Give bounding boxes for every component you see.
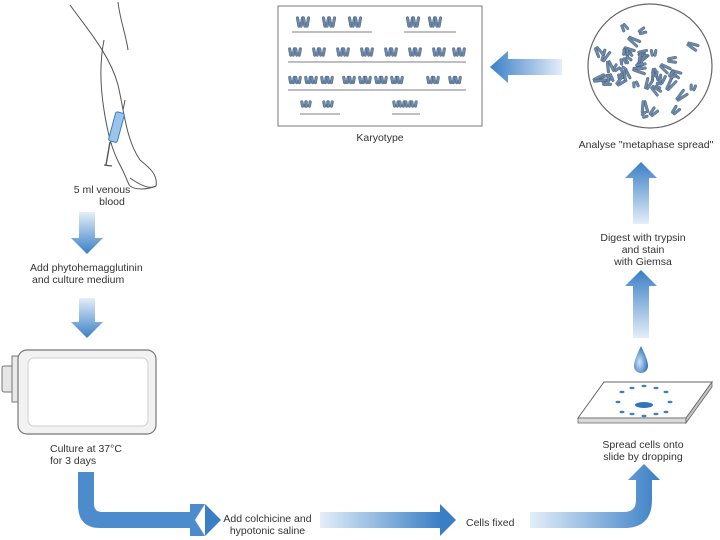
arrow-down-1	[71, 212, 103, 254]
chromosome-icon	[622, 48, 630, 56]
chromosome-icon	[374, 75, 382, 85]
label-blood-line1: 5 ml venous	[73, 184, 131, 196]
chromosome-icon	[301, 16, 311, 28]
chromosome-icon	[686, 41, 700, 52]
label-colchicine-line1: Add colchicine and	[223, 513, 312, 525]
chromosome-icon	[605, 60, 616, 74]
label-spread-line1: Spread cells onto	[602, 439, 684, 451]
drop-icon	[634, 346, 648, 373]
chromosome-icon	[454, 75, 462, 85]
chromosome-icon	[326, 100, 334, 108]
chromosome-icon	[675, 88, 689, 102]
chromosome-icon	[320, 75, 328, 85]
chromosome-icon	[637, 26, 648, 36]
chromosome-icon	[310, 75, 318, 85]
chromosome-icon	[649, 49, 658, 57]
chromosome-icon	[458, 47, 466, 57]
karyotype-box	[277, 5, 483, 127]
arrow-up-1	[625, 270, 657, 338]
chromosome-icon	[380, 75, 388, 85]
arm-illustration	[69, 1, 157, 190]
label-fixed-line1: Cells fixed	[466, 517, 515, 529]
chromosome-icon	[438, 47, 446, 57]
chromosome-icon	[659, 63, 672, 75]
chromosome-icon	[654, 81, 663, 90]
label-culture-line1: Culture at 37°C	[50, 443, 122, 455]
chromosome-icon	[294, 47, 302, 57]
chromosome-icon	[648, 106, 660, 118]
chromosome-icon	[392, 100, 400, 108]
label-pha: Add phytohemagglutinin and culture mediu…	[30, 262, 143, 286]
chromosome-icon	[632, 66, 647, 76]
label-analyse-line1: Analyse "metaphase spread"	[578, 139, 714, 151]
chromosome-icon	[632, 80, 640, 89]
label-culture: Culture at 37°C for 3 days	[50, 443, 122, 467]
label-pha-line2: and culture medium	[32, 274, 125, 286]
chromosome-icon	[390, 47, 398, 57]
label-digest-line1: Digest with trypsin	[600, 232, 686, 244]
chromosome-icon	[667, 70, 678, 80]
arrow-down-2	[71, 298, 103, 338]
syringe-icon	[103, 99, 126, 167]
chromosome-icon	[606, 73, 615, 83]
chromosome-icon	[396, 75, 404, 85]
culture-flask-icon	[1, 349, 157, 435]
karyotype-chromosomes	[288, 16, 466, 108]
label-digest-line2: and stain	[621, 244, 665, 256]
label-fixed: Cells fixed	[466, 517, 514, 529]
metaphase-chromosomes	[592, 23, 700, 119]
chromosome-icon	[627, 35, 642, 48]
chromosome-icon	[327, 16, 337, 28]
chromosome-icon	[637, 52, 647, 64]
arrow-up-2	[625, 162, 657, 224]
label-blood-line2: blood	[99, 196, 125, 208]
chromosome-icon	[318, 47, 326, 57]
label-spread-line2: slide by dropping	[603, 451, 683, 463]
label-digest: Digest with trypsin and stain with Giems…	[590, 232, 696, 268]
chromosome-icon	[411, 16, 421, 28]
chromosome-icon	[620, 23, 630, 33]
chromosome-icon	[342, 47, 350, 57]
label-analyse: Analyse "metaphase spread"	[572, 139, 720, 151]
label-blood: 5 ml venous blood	[52, 184, 152, 208]
chromosome-icon	[433, 16, 443, 28]
chromosome-icon	[594, 46, 605, 59]
chromosome-icon	[364, 75, 372, 85]
chromosome-icon	[615, 75, 628, 87]
chromosome-icon	[622, 69, 632, 81]
chromosome-icon	[689, 83, 697, 92]
label-digest-line3: with Giemsa	[614, 256, 672, 268]
arrow-left	[490, 51, 562, 83]
chromosome-icon	[432, 75, 440, 85]
label-pha-line1: Add phytohemagglutinin	[30, 262, 143, 274]
chromosome-icon	[326, 75, 334, 85]
label-colchicine-line2: hypotonic saline	[229, 525, 306, 537]
arrow-bottom-flow	[78, 464, 660, 536]
label-karyotype-line1: Karyotype	[356, 132, 404, 144]
chromosome-icon	[640, 110, 649, 119]
chromosome-icon	[348, 75, 356, 85]
label-culture-line2: for 3 days	[50, 455, 97, 467]
label-colchicine: Add colchicine and hypotonic saline	[210, 513, 325, 537]
label-karyotype: Karyotype	[330, 132, 430, 144]
chromosome-icon	[619, 57, 628, 66]
chromosome-icon	[366, 47, 374, 57]
chromosome-icon	[353, 16, 363, 28]
chromosome-icon	[667, 55, 677, 64]
chromosome-icon	[414, 47, 422, 57]
chromosome-icon	[294, 75, 302, 85]
chromosome-icon	[640, 100, 650, 114]
chromosome-icon	[670, 104, 682, 116]
chromosome-icon	[644, 77, 655, 91]
chromosome-icon	[398, 100, 406, 108]
chromosome-icon	[592, 73, 607, 83]
chromosome-icon	[410, 100, 418, 108]
chromosome-icon	[651, 70, 659, 78]
chromosome-icon	[304, 100, 312, 108]
slide-icon	[577, 380, 713, 425]
label-spread: Spread cells onto slide by dropping	[590, 439, 696, 463]
